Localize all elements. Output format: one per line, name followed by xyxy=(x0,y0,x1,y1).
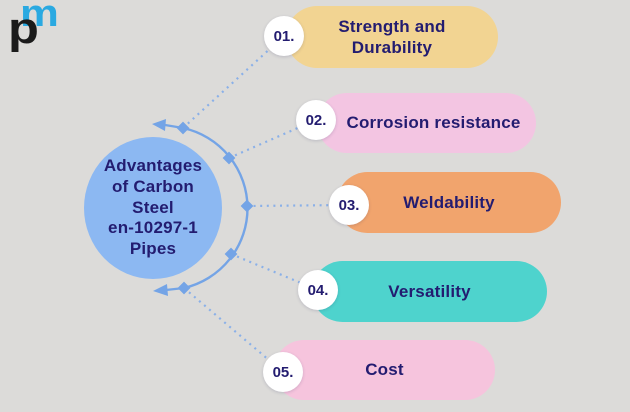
step-number-4: 04. xyxy=(307,281,329,299)
brand-logo: m p xyxy=(8,0,64,62)
advantage-label-1: Strength and Durability xyxy=(338,16,446,57)
dotted-connector-5 xyxy=(183,287,284,373)
step-number-badge-3: 03. xyxy=(329,185,369,225)
title-line-2: of Carbon xyxy=(111,176,195,196)
step-number-badge-2: 02. xyxy=(296,100,336,140)
dotted-connector-2 xyxy=(228,118,317,160)
advantage-pill-5: Cost xyxy=(274,340,495,400)
advantage-pill-3: Weldability xyxy=(337,172,561,233)
dotted-connector-4 xyxy=(230,252,319,292)
advantage-pill-2: Corrosion resistance xyxy=(317,93,536,153)
advantage-label-4: Versatility xyxy=(388,281,471,301)
arrowhead-bottom-icon xyxy=(153,284,168,296)
step-number-5: 05. xyxy=(272,363,294,381)
step-number-3: 03. xyxy=(338,196,360,214)
step-number-badge-1: 01. xyxy=(264,16,304,56)
logo-letter-m: m xyxy=(20,0,59,35)
arrowhead-top-icon xyxy=(152,119,166,131)
title-line-3: Steel xyxy=(132,197,174,217)
advantage-label-3: Weldability xyxy=(403,192,495,212)
advantage-pill-4: Versatility xyxy=(312,261,547,322)
dotted-connector-1 xyxy=(182,35,285,129)
arc-node-1 xyxy=(176,121,190,135)
step-number-badge-4: 04. xyxy=(298,270,338,310)
arc-node-4 xyxy=(224,247,238,261)
step-number-1: 01. xyxy=(273,27,295,45)
title-line-1: Advantages xyxy=(103,156,203,176)
arc-node-3 xyxy=(240,199,254,213)
logo-letter-p: p xyxy=(8,4,39,53)
advantage-label-2: Corrosion resistance xyxy=(346,113,521,133)
arc-node-5 xyxy=(177,281,191,295)
arc-node-2 xyxy=(222,151,236,165)
advantage-pill-1: Strength and Durability xyxy=(286,6,498,68)
step-number-badge-5: 05. xyxy=(263,352,303,392)
title-line-5: Pipes xyxy=(129,239,177,259)
step-number-2: 02. xyxy=(305,111,327,129)
advantage-label-5: Cost xyxy=(365,360,404,380)
central-topic-circle: Advantages of Carbon Steel en-10297-1 Pi… xyxy=(84,137,222,279)
title-line-4: en-10297-1 xyxy=(108,218,198,238)
central-topic-title: Advantages of Carbon Steel en-10297-1 Pi… xyxy=(104,156,202,260)
